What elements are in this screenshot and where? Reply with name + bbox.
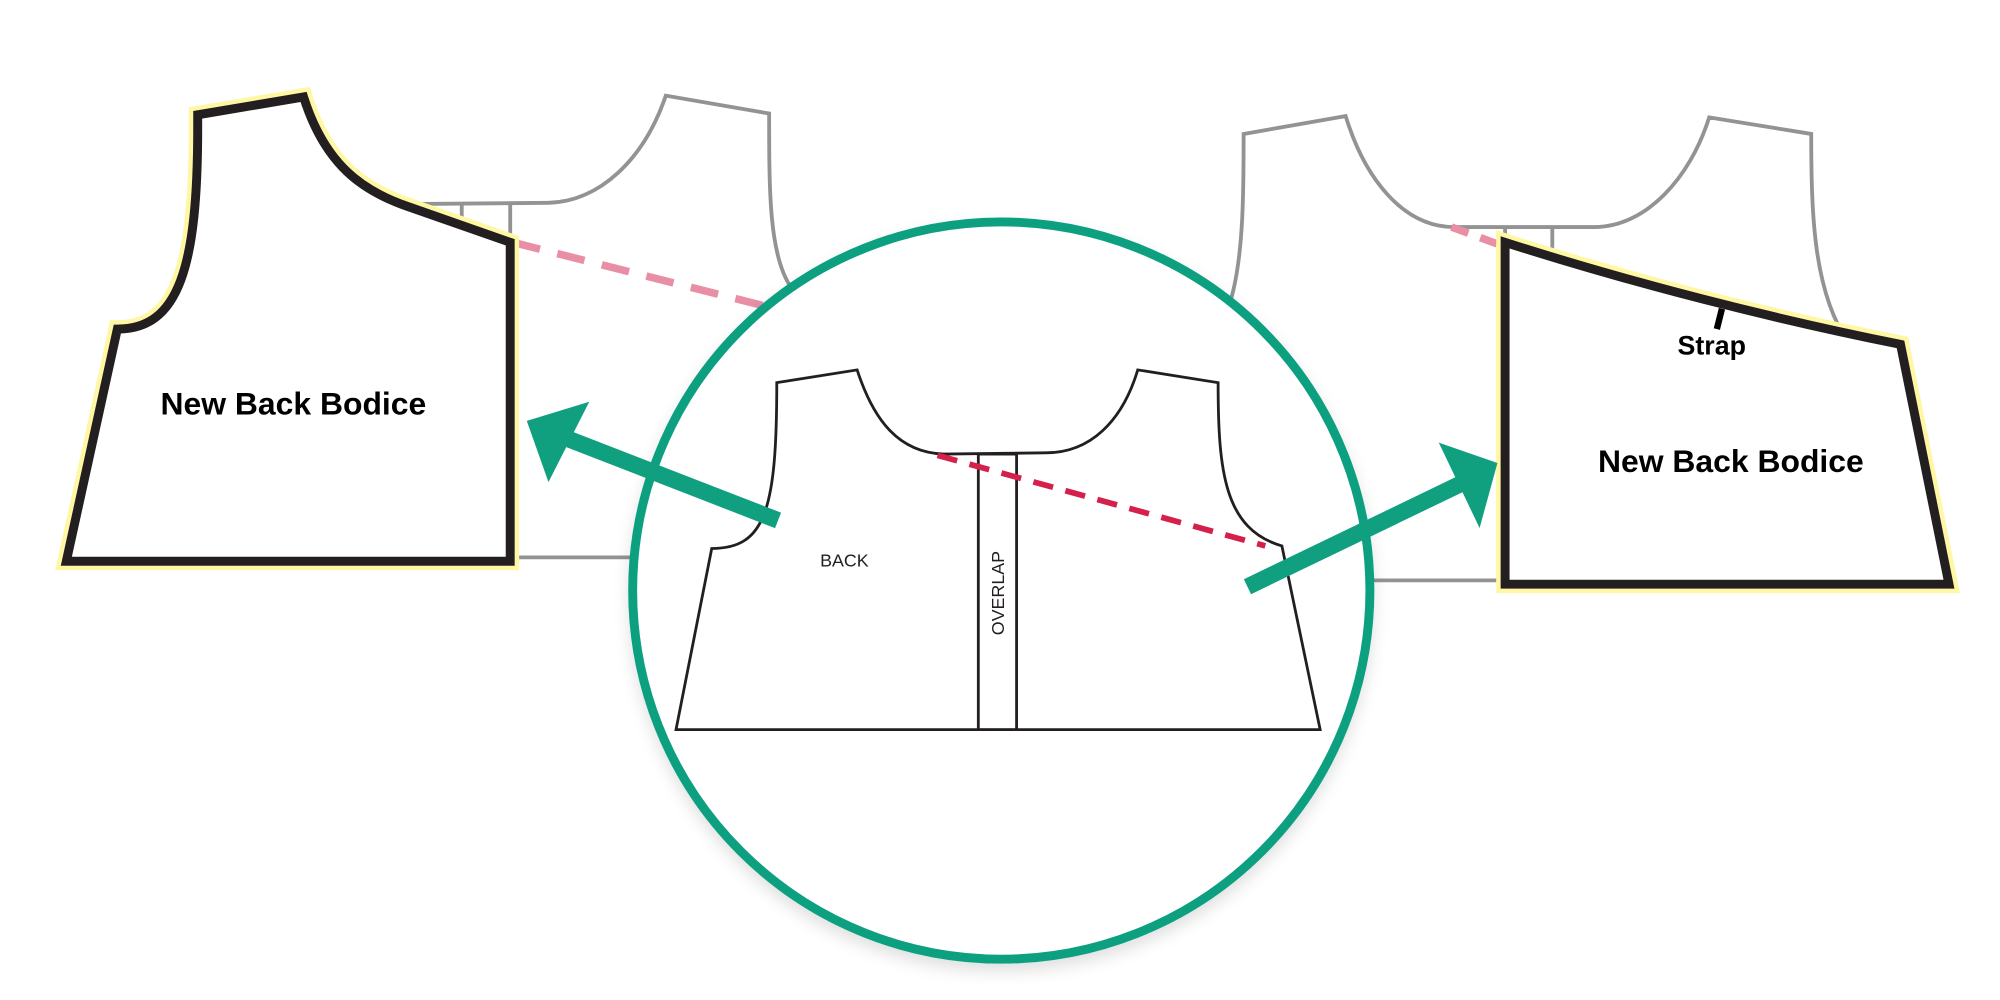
original-back-bodice: BACK OVERLAP xyxy=(674,368,1322,731)
right-new-back-bodice: Strap New Back Bodice xyxy=(1496,230,1960,594)
cut-dashed-line xyxy=(936,452,1267,549)
right-arrow xyxy=(1243,442,1498,595)
faint-dashed-line-left xyxy=(511,238,767,310)
back-label: BACK xyxy=(820,550,869,570)
overlap-strip xyxy=(976,452,1018,731)
right-piece-label: New Back Bodice xyxy=(1598,443,1864,479)
strap-marker xyxy=(1713,307,1726,330)
left-piece-label: New Back Bodice xyxy=(161,386,427,422)
overlap-label: OVERLAP xyxy=(988,551,1008,635)
left-new-back-bodice: New Back Bodice xyxy=(55,86,520,571)
faint-dashed-line-right xyxy=(1450,223,1502,249)
left-arrow xyxy=(526,401,782,529)
strap-label: Strap xyxy=(1678,331,1746,361)
